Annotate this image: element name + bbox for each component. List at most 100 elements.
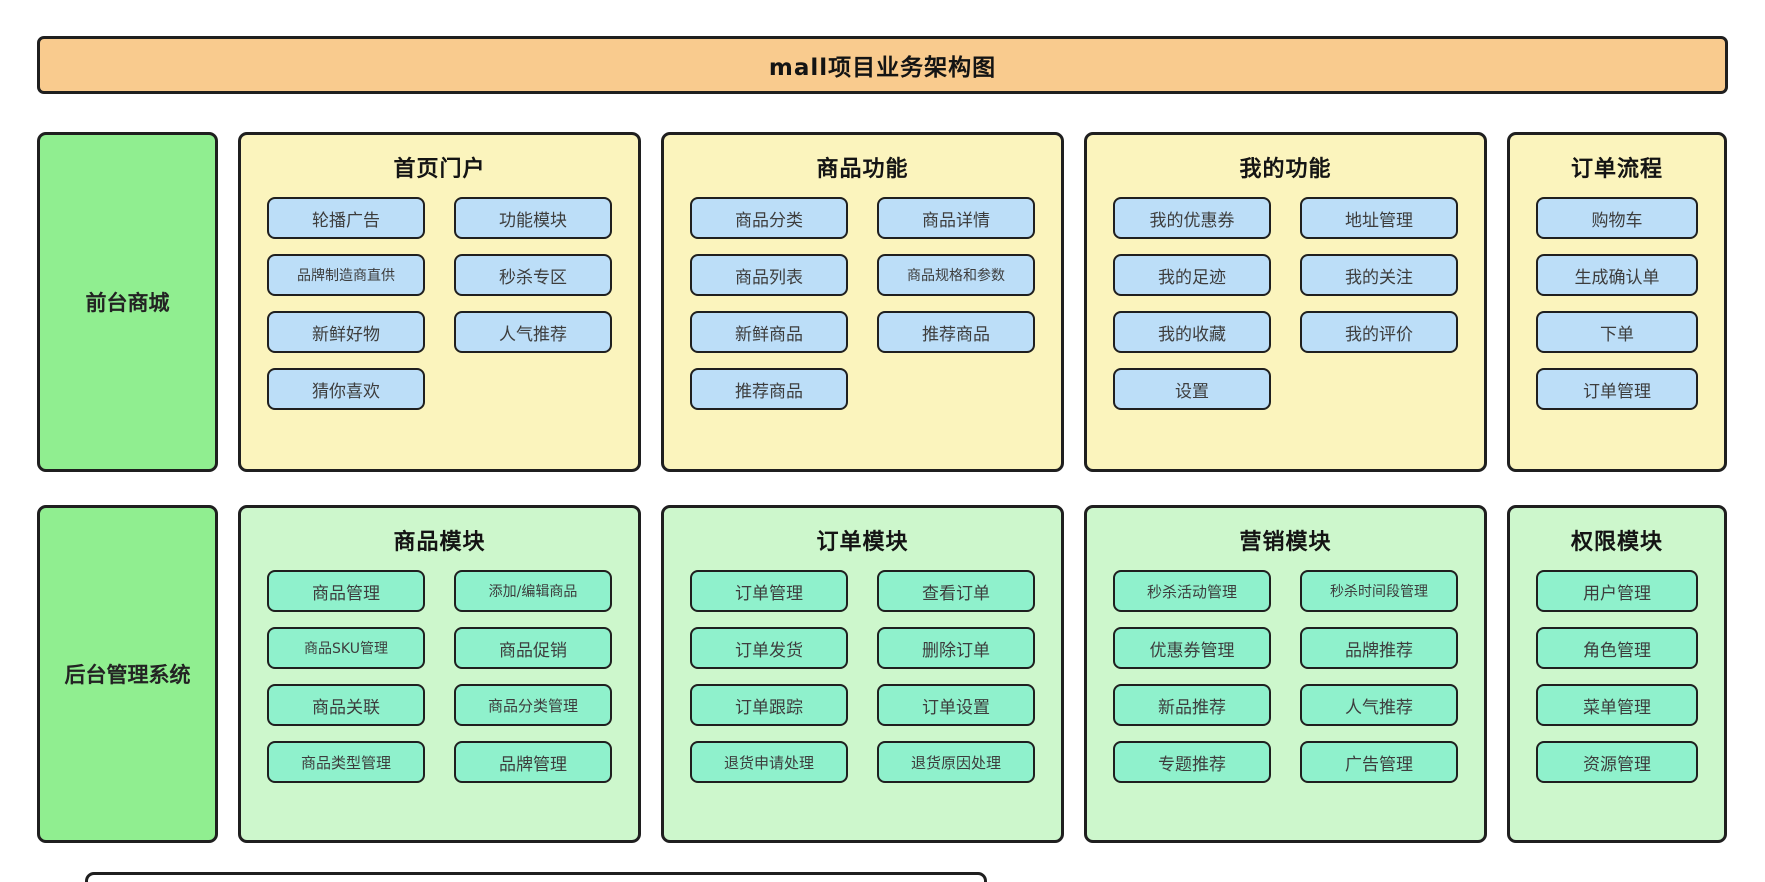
node-label: 商品详情 xyxy=(922,210,990,231)
diagram-node: 添加/编辑商品 xyxy=(454,570,612,612)
node-label: 商品列表 xyxy=(735,267,803,288)
node-label: 功能模块 xyxy=(499,210,567,231)
diagram-node: 商品详情 xyxy=(877,197,1035,239)
diagram-node: 退货原因处理 xyxy=(877,741,1035,783)
node-label: 订单跟踪 xyxy=(735,697,803,718)
node-label: 推荐商品 xyxy=(922,324,990,345)
node-label: 用户管理 xyxy=(1583,583,1651,604)
node-label: 订单管理 xyxy=(1583,381,1651,402)
diagram-node: 我的优惠券 xyxy=(1113,197,1271,239)
diagram-node: 商品类型管理 xyxy=(267,741,425,783)
node-label: 商品促销 xyxy=(499,640,567,661)
diagram-node: 地址管理 xyxy=(1300,197,1458,239)
diagram-node: 我的收藏 xyxy=(1113,311,1271,353)
module-panel: 权限模块用户管理角色管理菜单管理资源管理 xyxy=(1507,505,1727,843)
node-label: 秒杀时间段管理 xyxy=(1330,584,1428,600)
node-label: 我的收藏 xyxy=(1158,324,1226,345)
diagram-node: 我的足迹 xyxy=(1113,254,1271,296)
module-panel: 我的功能我的优惠券地址管理我的足迹我的关注我的收藏我的评价设置 xyxy=(1084,132,1487,472)
diagram-node: 专题推荐 xyxy=(1113,741,1271,783)
node-grid: 我的优惠券地址管理我的足迹我的关注我的收藏我的评价设置 xyxy=(1113,197,1458,410)
node-label: 人气推荐 xyxy=(1345,697,1413,718)
panel-title: 订单流程 xyxy=(1570,157,1663,182)
diagram-node: 订单管理 xyxy=(690,570,848,612)
node-label: 我的关注 xyxy=(1345,267,1413,288)
node-label: 菜单管理 xyxy=(1583,697,1651,718)
node-label: 删除订单 xyxy=(922,640,990,661)
node-grid: 轮播广告 功能模块品牌制造商直供 秒杀专区新鲜好物 人气推荐猜你喜欢 xyxy=(267,197,612,410)
node-label: 添加/编辑商品 xyxy=(488,584,578,600)
panel-title: 营销模块 xyxy=(1239,530,1332,555)
module-panel: 订单流程购物车生成确认单下单订单管理 xyxy=(1507,132,1727,472)
diagram-node: 功能模块 xyxy=(454,197,612,239)
diagram-node: 新鲜商品 xyxy=(690,311,848,353)
diagram-node: 订单设置 xyxy=(877,684,1035,726)
diagram-node: 商品规格和参数 xyxy=(877,254,1035,296)
node-label: 退货申请处理 xyxy=(723,753,814,772)
module-panel: 商品模块商品管理 添加/编辑商品商品SKU管理 商品促销商品关联 商品分类管理商品类型… xyxy=(238,505,641,843)
diagram-node: 广告管理 xyxy=(1300,741,1458,783)
diagram-node: 新品推荐 xyxy=(1113,684,1271,726)
title-banner: mall项目业务架构图 xyxy=(37,36,1728,94)
node-label: 品牌制造商直供 xyxy=(297,268,395,284)
panel-title: 商品模块 xyxy=(393,530,486,555)
module-panel: 首页门户轮播广告 功能模块品牌制造商直供 秒杀专区新鲜好物 人气推荐猜你喜欢 xyxy=(238,132,641,472)
node-label: 生成确认单 xyxy=(1574,267,1660,288)
diagram-node: 商品列表 xyxy=(690,254,848,296)
row-label: 后台管理系统 xyxy=(64,663,191,687)
diagram-node: 商品关联 xyxy=(267,684,425,726)
panel-title: 权限模块 xyxy=(1570,530,1663,555)
node-label: 品牌推荐 xyxy=(1345,640,1413,661)
diagram-node: 商品管理 xyxy=(267,570,425,612)
diagram-node: 新鲜好物 xyxy=(267,311,425,353)
row-front-mall: 前台商城 首页门户轮播广告 功能模块品牌制造商直供 秒杀专区新鲜好物 人气推荐猜你喜欢 商… xyxy=(37,132,1727,472)
diagram-node: 资源管理 xyxy=(1536,741,1698,783)
node-label: 新品推荐 xyxy=(1158,697,1226,718)
node-label: 地址管理 xyxy=(1345,210,1413,231)
panel-title: 商品功能 xyxy=(816,157,909,182)
diagram-node: 订单跟踪 xyxy=(690,684,848,726)
diagram-node: 购物车 xyxy=(1536,197,1698,239)
diagram-node: 品牌制造商直供 xyxy=(267,254,425,296)
node-label: 商品分类管理 xyxy=(487,696,578,715)
node-label: 商品管理 xyxy=(312,583,380,604)
node-label: 订单设置 xyxy=(922,697,990,718)
node-grid: 商品分类商品详情商品列表商品规格和参数新鲜商品推荐商品推荐商品 xyxy=(690,197,1035,410)
node-label: 商品规格和参数 xyxy=(907,268,1005,284)
diagram-node: 轮播广告 xyxy=(267,197,425,239)
diagram-node: 用户管理 xyxy=(1536,570,1698,612)
diagram-node: 查看订单 xyxy=(877,570,1035,612)
node-label: 我的足迹 xyxy=(1158,267,1226,288)
diagram-title: mall项目业务架构图 xyxy=(768,55,997,81)
node-label: 商品分类 xyxy=(735,210,803,231)
diagram-node: 推荐商品 xyxy=(690,368,848,410)
node-label: 新鲜商品 xyxy=(735,324,803,345)
panel-title: 首页门户 xyxy=(393,157,486,182)
row-label: 前台商城 xyxy=(85,291,170,315)
node-label: 优惠券管理 xyxy=(1149,640,1235,661)
node-label: 商品类型管理 xyxy=(300,753,391,772)
diagram-node: 退货申请处理 xyxy=(690,741,848,783)
sidebar-backend-admin: 后台管理系统 xyxy=(37,505,218,843)
row-backend-admin: 后台管理系统 商品模块商品管理 添加/编辑商品商品SKU管理 商品促销商品关联 商品分类… xyxy=(37,505,1727,843)
node-label: 商品SKU管理 xyxy=(304,641,388,657)
diagram-node: 商品分类 xyxy=(690,197,848,239)
diagram-node: 秒杀专区 xyxy=(454,254,612,296)
diagram-node: 猜你喜欢 xyxy=(267,368,425,410)
node-grid: 秒杀活动管理秒杀时间段管理优惠券管理品牌推荐新品推荐人气推荐专题推荐广告管理 xyxy=(1113,570,1458,783)
node-label: 我的评价 xyxy=(1345,324,1413,345)
diagram-node: 人气推荐 xyxy=(454,311,612,353)
node-label: 人气推荐 xyxy=(499,324,567,345)
diagram-node: 品牌管理 xyxy=(454,741,612,783)
diagram-node: 我的评价 xyxy=(1300,311,1458,353)
node-label: 查看订单 xyxy=(922,583,990,604)
node-label: 专题推荐 xyxy=(1158,754,1226,775)
node-label: 新鲜好物 xyxy=(312,324,380,345)
node-grid: 购物车生成确认单下单订单管理 xyxy=(1510,197,1724,410)
node-label: 广告管理 xyxy=(1345,754,1413,775)
node-grid: 商品管理 添加/编辑商品商品SKU管理 商品促销商品关联 商品分类管理商品类型管理 品牌… xyxy=(267,570,612,783)
diagram-node: 角色管理 xyxy=(1536,627,1698,669)
diagram-node: 菜单管理 xyxy=(1536,684,1698,726)
node-label: 订单管理 xyxy=(735,583,803,604)
node-label: 轮播广告 xyxy=(312,210,380,231)
